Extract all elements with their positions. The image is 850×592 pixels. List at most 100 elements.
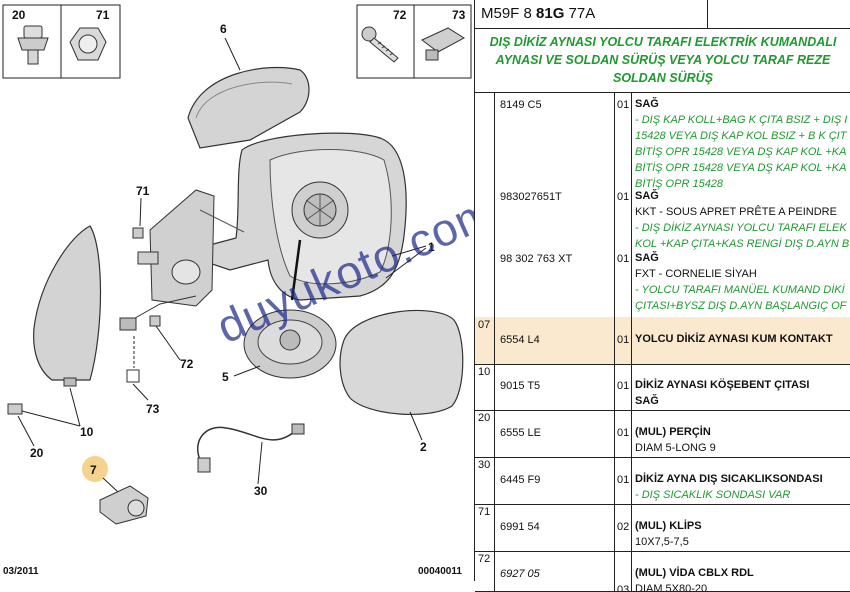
part-number[interactable]: 8149 C5 — [500, 99, 542, 111]
callout-7: 7 — [90, 463, 97, 477]
callout-71: 71 — [136, 184, 150, 198]
table-row[interactable]: 10 9015 T5 01 DİKİZ AYNASI KÖŞEBENT ÇITASI S… — [475, 364, 850, 411]
description-line: (MUL) PERÇİN — [635, 426, 711, 438]
quantity: 02 — [617, 521, 630, 533]
callout-73: 73 — [146, 402, 160, 416]
table-row[interactable]: 71 6991 54 02 (MUL) KLİPS 10X7,5-7,5 — [475, 504, 850, 552]
table-row[interactable]: 20 6555 LE 01(MUL) PERÇİN DIAM 5-LONG 9 — [475, 410, 850, 458]
section-title: DIŞ DİKİZ AYNASI YOLCU TARAFI ELEKTRİK K… — [475, 29, 850, 93]
callout-30: 30 — [254, 484, 268, 498]
inset-box-20-71[interactable]: 20 71 — [2, 4, 121, 79]
description-cell: YOLCU DİKİZ AYNASI KUM KONTAKT — [632, 317, 850, 364]
description-line: - DIŞ SICAKLIK SONDASI VAR — [635, 489, 791, 501]
quantity-cell: 01 — [615, 457, 632, 504]
quantity: 01 — [617, 191, 630, 203]
inset-label-71: 71 — [96, 8, 110, 22]
corner-trim-part-10[interactable] — [33, 225, 102, 381]
description-line: BİTİŞ OPR 15428 — [635, 178, 724, 190]
description-line: DİKİZ AYNA DIŞ SICAKLIKSONDASI — [635, 473, 823, 485]
description-cell: SAĞ- DIŞ KAP KOLL+BAG K ÇITA BSIZ + DIŞ … — [632, 93, 850, 317]
description-line: DIAM 5-LONG 9 — [635, 442, 716, 454]
part-number[interactable]: 6554 L4 — [500, 334, 540, 346]
description-line: - YOLCU TARAFI MANÜEL KUMAND DİKİ — [635, 284, 845, 296]
part-number[interactable]: 6555 LE — [500, 427, 541, 439]
figure-code: 00040011 — [418, 566, 462, 577]
description-line: KOL +KAP ÇITA+KAS RENGİ DIŞ D.AYN B — [635, 238, 850, 250]
part-number[interactable]: 6445 F9 — [500, 474, 541, 486]
description-cell: (MUL) PERÇİN DIAM 5-LONG 9 — [632, 410, 850, 457]
quantity-cell: 01 01 01 — [615, 93, 632, 317]
quantity-cell: 02 — [615, 504, 632, 551]
quantity-cell: 01 — [615, 317, 632, 364]
description-cell: DİKİZ AYNA DIŞ SICAKLIKSONDASI - DIŞ SICA… — [632, 457, 850, 504]
model-reference: M59F 8 81G 77A — [481, 5, 596, 22]
description-line: SAĞ — [635, 395, 659, 407]
row-number: 72 — [475, 551, 495, 591]
description-line: SAĞ — [635, 98, 659, 110]
description-line: BİTİŞ OPR 15428 VEYA DŞ KAP KOL +KA — [635, 162, 847, 174]
quantity-cell: 01 — [615, 410, 632, 457]
part-number[interactable]: 6927 05 — [500, 568, 540, 580]
quantity: 03 — [617, 584, 630, 592]
description-line: 10X7,5-7,5 — [635, 536, 689, 548]
quantity: 01 — [617, 380, 630, 392]
description-line: (MUL) KLİPS — [635, 520, 702, 532]
inset-label-73: 73 — [452, 8, 466, 22]
row-number: 71 — [475, 504, 495, 551]
quantity: 01 — [617, 334, 630, 346]
date-code: 03/2011 — [3, 566, 39, 577]
callout-6: 6 — [220, 22, 227, 36]
callout-10: 10 — [80, 425, 94, 439]
description-line: KKT - SOUS APRET PRÊTE A PEINDRE — [635, 206, 837, 218]
inset-box-72-73[interactable]: 72 73 — [356, 4, 472, 79]
callout-1: 1 — [428, 240, 435, 254]
quantity: 01 — [617, 253, 630, 265]
inset-label-20: 20 — [12, 8, 26, 22]
mirror-cover-part-6[interactable] — [187, 66, 310, 149]
part-number-cell: 8149 C5 983027651T 98 302 763 XT — [496, 93, 615, 317]
description-line: - DIŞ DİKİZ AYNASI YOLCU TARAFI ELEK — [635, 222, 847, 234]
part-number-cell: 6445 F9 — [496, 457, 615, 504]
quantity: 01 — [617, 99, 630, 111]
part-number-cell: 6554 L4 — [496, 317, 615, 364]
description-line: SAĞ — [635, 190, 659, 202]
callout-20: 20 — [30, 446, 44, 460]
rivet-part-20[interactable] — [7, 403, 23, 415]
highlight-marker — [82, 456, 108, 482]
mirror-glass-part-2[interactable] — [339, 309, 464, 415]
mounting-bracket[interactable] — [149, 189, 215, 307]
row-number: 20 — [475, 410, 495, 457]
part-number[interactable]: 9015 T5 — [500, 380, 541, 392]
callout-2: 2 — [420, 440, 427, 454]
row-number: 10 — [475, 364, 495, 410]
description-line: DIAM 5X80-20 — [635, 583, 708, 592]
description-line: BİTİŞ OPR 15428 VEYA DŞ KAP KOL +KA — [635, 146, 847, 158]
description-line: (MUL) VİDA CBLX RDL — [635, 567, 754, 579]
part-number-cell: 9015 T5 — [496, 364, 615, 410]
part-number[interactable]: 6991 54 — [500, 521, 540, 533]
description-cell: (MUL) VİDA CBLX RDL DIAM 5X80-20 — [632, 551, 850, 591]
reference-header: M59F 8 81G 77A — [475, 0, 850, 29]
callout-72: 72 — [180, 357, 194, 371]
part-number-cell: 6927 05 — [496, 551, 615, 591]
inset-label-72: 72 — [393, 8, 407, 22]
description-line: DİKİZ AYNASI KÖŞEBENT ÇITASI — [635, 379, 810, 391]
description-cell: DİKİZ AYNASI KÖŞEBENT ÇITASI SAĞ — [632, 364, 850, 410]
quantity: 01 — [617, 474, 630, 486]
part-number[interactable]: 983027651T — [500, 191, 562, 203]
temperature-sensor-part-30[interactable] — [197, 426, 295, 461]
row-number — [475, 93, 495, 317]
description-line: 15428 VEYA DIŞ KAP KOL BSIZ + B K ÇIT — [635, 130, 847, 142]
quantity-cell: 01 — [615, 364, 632, 410]
row-number: 30 — [475, 457, 495, 504]
quantity-cell: 03 — [615, 551, 632, 591]
part-number[interactable]: 98 302 763 XT — [500, 253, 573, 265]
description-line: SAĞ — [635, 252, 659, 264]
exploded-parts-diagram: 20 71 72 73 6 1 71 — [2, 4, 474, 577]
mirror-assembly-drawing: 20 71 72 73 6 1 71 — [2, 4, 474, 577]
table-row[interactable]: 72 6927 05 03 (MUL) VİDA CBLX RDL DIAM 5X80-… — [475, 551, 850, 592]
connector-plug[interactable] — [119, 317, 137, 331]
